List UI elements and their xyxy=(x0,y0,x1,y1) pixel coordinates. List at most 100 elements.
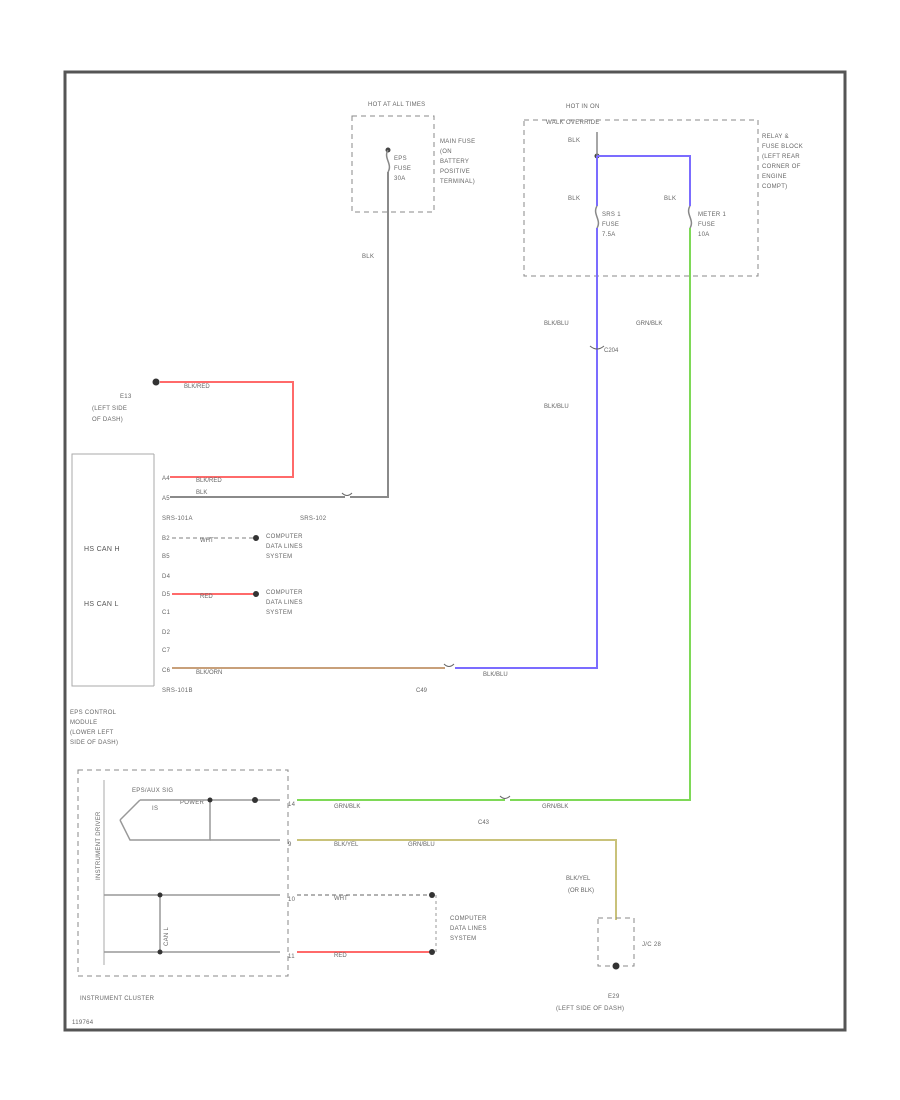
cluster-warning-sub: IS xyxy=(152,806,158,812)
wire-label-blk-main: BLK xyxy=(362,254,374,260)
cluster-comp-3: SYSTEM xyxy=(450,936,476,942)
pin-d4: D4 xyxy=(162,574,171,580)
cluster-power-label: POWER xyxy=(180,800,205,806)
relay-desc-1: RELAY & xyxy=(762,134,789,140)
cluster-pin-11: 11 xyxy=(288,954,295,960)
comp-h-2: DATA LINES xyxy=(266,544,303,550)
ground-e13-desc-2: OF DASH) xyxy=(92,417,123,423)
can-h-node xyxy=(253,535,259,541)
comp-l-2: DATA LINES xyxy=(266,600,303,606)
wire-label-or-blk: (OR BLK) xyxy=(568,888,594,894)
wire-label-wht-2: WHT xyxy=(334,896,348,902)
module-name-4: SIDE OF DASH) xyxy=(70,740,118,746)
main-fuse-desc-1: MAIN FUSE xyxy=(440,139,475,145)
wire-label-blk-red-2: BLK/RED xyxy=(196,478,222,484)
main-fuse-block: HOT AT ALL TIMES EPS FUSE 30A MAIN FUSE … xyxy=(351,102,475,260)
connector-srs-102: SRS-102 xyxy=(300,516,327,522)
relay-desc-5: ENGINE xyxy=(762,174,787,180)
footer-code: 119764 xyxy=(72,1020,94,1026)
pin-d5: D5 xyxy=(162,592,171,598)
cluster-pin-14: 14 xyxy=(288,802,296,808)
blue-wire xyxy=(455,228,598,669)
cluster-box xyxy=(77,769,289,977)
wire-label-red: RED xyxy=(200,594,213,600)
ground-e29-desc: (LEFT SIDE OF DASH) xyxy=(556,1006,624,1012)
cluster-name: INSTRUMENT CLUSTER xyxy=(80,996,155,1002)
wire-label-grn-blu: GRN/BLU xyxy=(408,842,435,848)
busbar-to-meter xyxy=(597,155,691,206)
relay-desc-4: CORNER OF xyxy=(762,164,801,170)
pin-a4: A4 xyxy=(162,476,170,482)
relay-desc-3: (LEFT REAR xyxy=(762,154,800,160)
c49-connector-mark xyxy=(443,663,455,667)
yellow-wire xyxy=(297,839,617,920)
meter-fuse-symbol xyxy=(687,205,693,229)
main-fuse-desc-5: TERMINAL) xyxy=(440,179,475,185)
c204-connector-mark xyxy=(589,345,605,350)
ground-e13: BLK/RED BLK/RED E13 (LEFT SIDE OF DASH) xyxy=(92,378,294,484)
relay-desc-2: FUSE BLOCK xyxy=(762,144,803,150)
cluster-canh-end xyxy=(429,892,435,898)
ground-e13-name: E13 xyxy=(120,394,132,400)
cluster-transistor xyxy=(119,799,141,841)
srs-fuse-name: SRS 1 xyxy=(602,212,621,218)
can-l-node xyxy=(253,591,259,597)
red-ground-wire xyxy=(160,381,294,478)
wire-label-blk-orn: BLK/ORN xyxy=(196,670,222,676)
green-wire-right xyxy=(510,228,691,801)
label-hs-can-h: HS CAN H xyxy=(84,546,120,553)
pin-c6: C6 xyxy=(162,668,171,674)
cluster-canl-end xyxy=(429,949,435,955)
eps-fuse-line2: FUSE xyxy=(394,166,411,172)
srs-fuse-wire: BLK xyxy=(568,196,580,202)
ground-e13-desc-1: (LEFT SIDE xyxy=(92,406,127,412)
ground-e13-node xyxy=(152,378,160,386)
pin-b5: B5 xyxy=(162,554,170,560)
meter-fuse-rating: 10A xyxy=(698,232,710,238)
relay-fuse-subtitle: WALK OVERRIDE xyxy=(546,120,600,126)
module-name-3: (LOWER LEFT xyxy=(70,730,114,736)
cluster-power-node xyxy=(252,797,258,803)
wire-label-blk: BLK xyxy=(196,490,207,496)
wire-label-blk-red-1: BLK/RED xyxy=(184,384,210,390)
black-main-wire xyxy=(350,172,389,498)
cluster-comp-2: DATA LINES xyxy=(450,926,487,932)
connector-srs-101b: SRS-101B xyxy=(162,688,193,694)
wire-label-blk-yel: BLK/YEL xyxy=(334,842,359,848)
cluster-comp-1: COMPUTER xyxy=(450,916,487,922)
srs-fuse-symbol xyxy=(594,205,600,229)
cluster-bias-line xyxy=(140,800,211,841)
cluster-junction-1 xyxy=(207,797,213,803)
srs-fuse-rating: 7.5A xyxy=(602,232,616,238)
ground-e29: J/C 28 E29 (LEFT SIDE OF DASH) xyxy=(556,917,661,1012)
main-fuse-box xyxy=(351,115,435,213)
cluster-pin-9: 9 xyxy=(288,842,292,848)
cluster-warning-label: EPS/AUX SIG xyxy=(132,788,173,794)
comp-h-1: COMPUTER xyxy=(266,534,303,540)
relay-desc-6: COMPT) xyxy=(762,184,787,190)
cluster-junction-3 xyxy=(157,949,163,955)
wire-label-wht: WHT xyxy=(200,538,214,544)
wire-label-grn-blk-1: GRN/BLK xyxy=(636,321,662,327)
eps-control-module: A4 A5 SRS-101A SRS-102 B2 B5 D4 D5 C1 D2… xyxy=(70,453,455,746)
connector-c43: C43 xyxy=(478,820,490,826)
meter-fuse-wire: BLK xyxy=(664,196,676,202)
connector-c204: C204 xyxy=(604,348,619,354)
ground-e29-node xyxy=(612,962,620,970)
cluster-canl-label: CAN L xyxy=(164,926,170,946)
module-name-2: MODULE xyxy=(70,720,97,726)
main-fuse-title: HOT AT ALL TIMES xyxy=(368,102,426,108)
module-name-1: EPS CONTROL xyxy=(70,710,117,716)
pin-b2: B2 xyxy=(162,536,170,542)
connector-srs-101a: SRS-101A xyxy=(162,516,193,522)
comp-l-3: SYSTEM xyxy=(266,610,292,616)
pin-c1: C1 xyxy=(162,610,171,616)
wire-label-blk-yel-2: BLK/YEL xyxy=(566,876,591,882)
relay-fuse-block: HOT IN ON WALK OVERRIDE BLK BLK BLK SRS … xyxy=(523,104,803,277)
main-fuse-desc-3: BATTERY xyxy=(440,159,469,165)
c43-connector-mark xyxy=(499,795,511,799)
wire-label-grn-blk-3: GRN/BLK xyxy=(334,804,360,810)
meter-fuse-line2: FUSE xyxy=(698,222,715,228)
wire-label-red-2: RED xyxy=(334,953,347,959)
